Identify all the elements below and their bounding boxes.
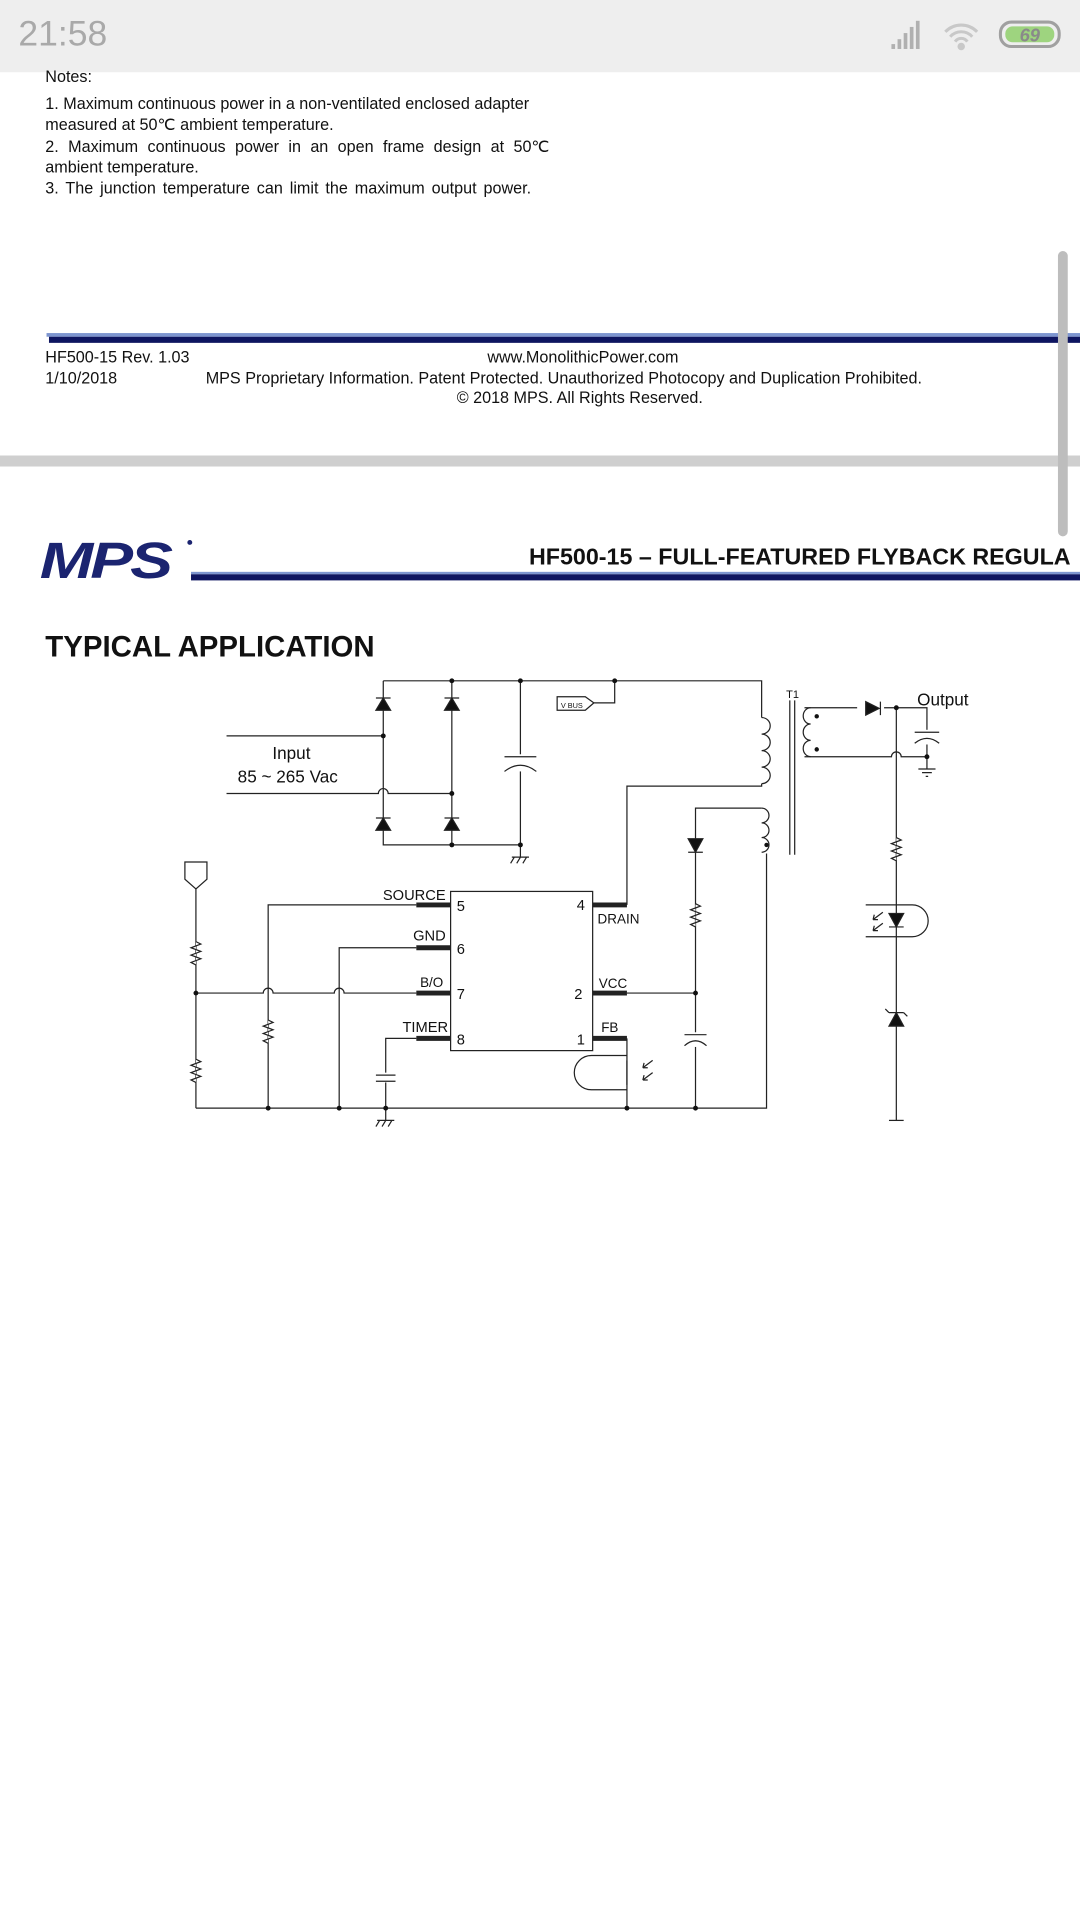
transformer-t1 — [753, 700, 811, 855]
footer-part-rev: HF500-15 Rev. 1.03 — [45, 347, 190, 367]
wifi-icon — [944, 23, 979, 51]
signal-icon — [891, 20, 920, 49]
input-label: Input — [272, 743, 310, 763]
pin-num-1: 1 — [577, 1032, 585, 1048]
note-line: 3. The junction temperature can limit th… — [45, 178, 532, 198]
footer-proprietary: MPS Proprietary Information. Patent Prot… — [205, 368, 923, 387]
input-range: 85 ~ 265 Vac — [238, 766, 339, 786]
pin-num-7: 7 — [457, 987, 465, 1003]
ground-symbols — [375, 768, 936, 1127]
footer-rule-dark — [48, 336, 1080, 343]
pin-num-5: 5 — [457, 899, 465, 915]
footer-website[interactable]: www.MonolithicPower.com — [487, 347, 679, 367]
scrollbar[interactable] — [1057, 251, 1068, 537]
section-title: TYPICAL APPLICATION — [45, 630, 375, 664]
status-icons: 69 — [891, 20, 1061, 51]
pin-label-bo: B/O — [420, 975, 443, 990]
battery-icon: 69 — [998, 20, 1061, 49]
pin-num-4: 4 — [577, 898, 585, 914]
optocoupler — [573, 904, 929, 1091]
pin-label-fb: FB — [601, 1020, 618, 1035]
note-line: ambient temperature. — [45, 157, 199, 177]
pin-label-vcc: VCC — [599, 976, 628, 991]
pin-label-timer: TIMER — [402, 1020, 448, 1036]
t1-label: T1 — [786, 689, 799, 701]
capacitors — [374, 729, 942, 1083]
pin-label-source: SOURCE — [383, 888, 446, 904]
diodes — [687, 700, 908, 1027]
clock: 21:58 — [18, 14, 108, 54]
pin-num-8: 8 — [457, 1032, 465, 1048]
notes-heading: Notes: — [45, 67, 92, 86]
mps-logo: MPS — [40, 534, 1080, 585]
page-separator — [0, 455, 1080, 467]
pin-num-6: 6 — [457, 942, 465, 958]
footer-date: 1/10/2018 — [45, 368, 118, 387]
pin-label-gnd: GND — [413, 928, 446, 944]
document-title: HF500-15 – FULL-FEATURED FLYBACK REGULA — [528, 544, 1071, 571]
footer-rule — [46, 333, 1080, 337]
note-line: 2. Maximum continuous power in an open f… — [45, 137, 550, 156]
note-line: measured at 50℃ ambient temperature. — [45, 115, 334, 134]
bridge-diodes — [374, 696, 461, 831]
output-label: Output — [917, 689, 969, 709]
note-line: 1. Maximum continuous power in a non-ven… — [45, 94, 530, 113]
vbus-tags — [184, 696, 595, 890]
logo-text: MPS — [40, 534, 173, 585]
pin-num-2: 2 — [574, 987, 582, 1003]
status-bar: 21:58 69 — [0, 0, 1080, 73]
vbus-label: V BUS — [561, 701, 583, 710]
resistors — [189, 837, 903, 1083]
battery-level: 69 — [1020, 25, 1041, 46]
junction-dots — [193, 678, 930, 1111]
footer-copyright: © 2018 MPS. All Rights Reserved. — [456, 388, 703, 407]
ic-hf500 — [416, 890, 627, 1052]
pin-label-drain: DRAIN — [598, 911, 640, 926]
